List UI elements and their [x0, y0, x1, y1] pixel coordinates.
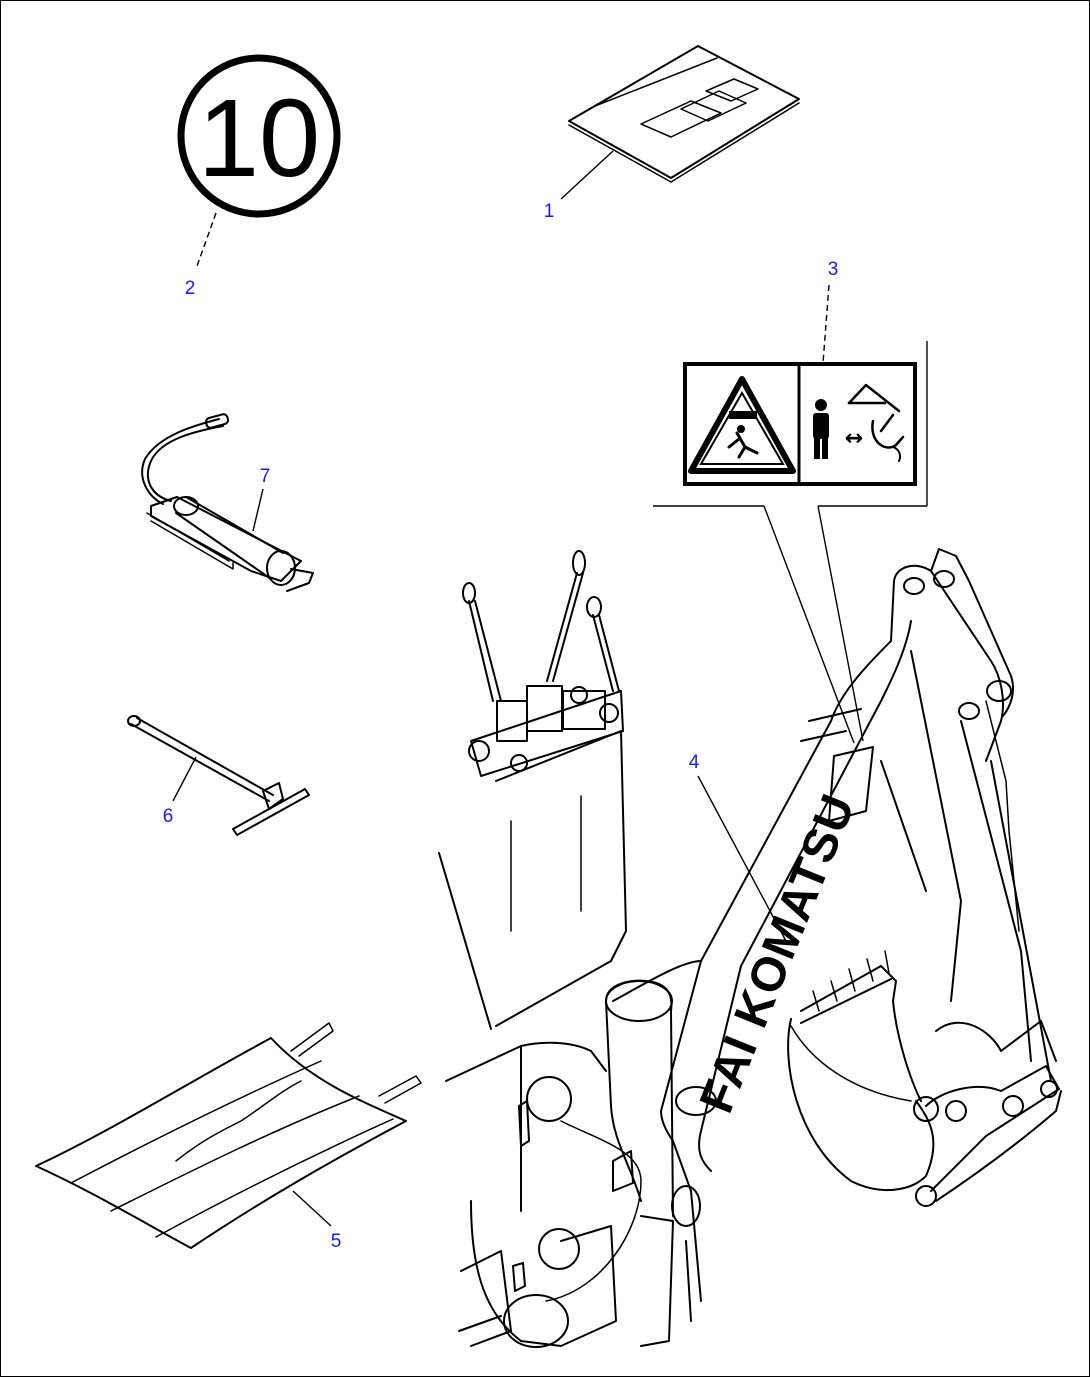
callout-2: 2 [185, 278, 196, 299]
warning-triangle-icon [688, 376, 796, 474]
callout-5: 5 [331, 1231, 342, 1252]
leader-item7 [252, 488, 264, 532]
person-icon [813, 399, 829, 459]
leader-item2 [195, 212, 217, 270]
backhoe-bucket [787, 950, 1062, 1207]
callout-7: 7 [260, 466, 271, 487]
t-wrench-icon [127, 715, 310, 836]
callout-4: 4 [689, 752, 700, 773]
callout-3: 3 [828, 259, 839, 280]
callout-1: 1 [544, 201, 555, 222]
tank-detail-lines [510, 795, 582, 932]
keep-away-arrow-icon: ↔ [845, 426, 863, 451]
manual-book-icon [568, 45, 800, 183]
callout-6: 6 [163, 806, 174, 827]
leader-item4 [697, 775, 787, 942]
frame-edge [438, 852, 492, 1030]
backhoe-boom [612, 548, 1052, 1302]
decal-leader-right [817, 505, 864, 742]
leader-item1 [560, 150, 614, 200]
speed-sign-number: 10 [198, 77, 320, 200]
control-valve-levers [462, 550, 624, 777]
swing-tower [445, 979, 717, 1348]
boom-branding-text: FAI KOMATSU [690, 787, 866, 1120]
hydraulic-tank-outline [495, 730, 627, 1027]
leader-item3 [822, 284, 830, 364]
warning-decal: ↔ [683, 362, 917, 486]
grease-gun-icon [141, 413, 314, 592]
leader-item6 [172, 756, 197, 802]
excavator-arm-icon [847, 383, 905, 462]
cover-sheet-icon [35, 1022, 422, 1249]
leader-item5 [292, 1190, 332, 1227]
speed-limit-sign-icon: 10 [177, 54, 341, 218]
